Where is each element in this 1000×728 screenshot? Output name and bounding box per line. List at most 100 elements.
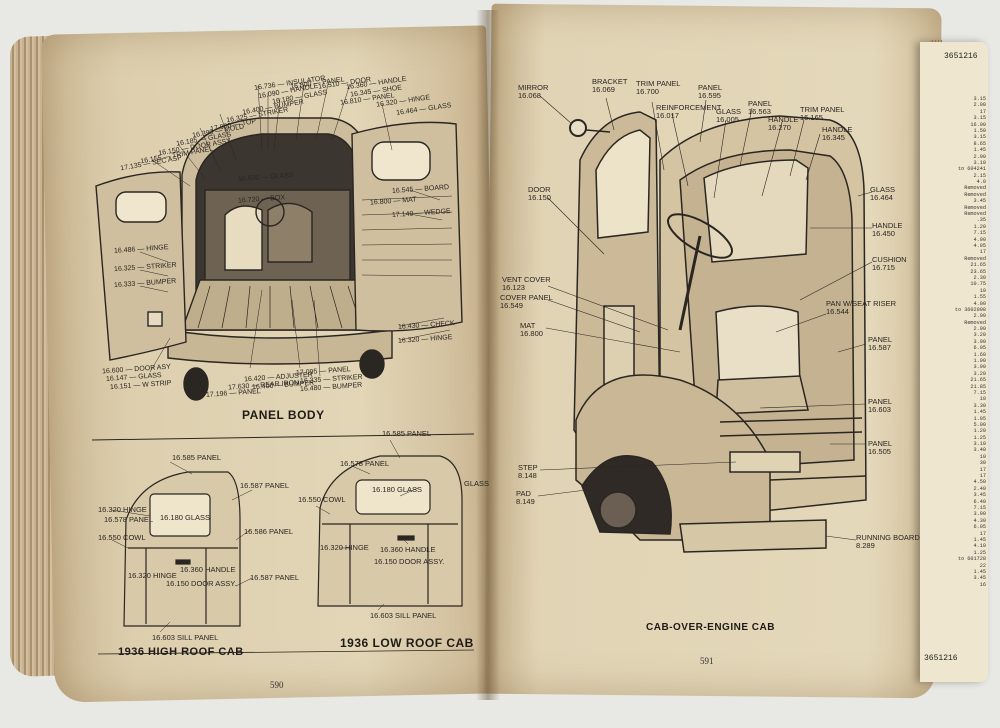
index-value: 3.15 [973, 96, 986, 102]
index-value: 3.30 [973, 402, 986, 409]
part-label: 16.587 PANEL [240, 481, 290, 490]
index-value: 3.10 [973, 441, 986, 448]
index-value: 10.75 [970, 281, 986, 288]
index-value: 16.00 [970, 121, 986, 128]
part-label: CUSHION 16.715 [872, 255, 907, 272]
index-value: 3.90 [973, 364, 986, 371]
index-value: 1.45 [973, 536, 986, 543]
index-value: 4.00 [973, 300, 986, 307]
part-label: GLASS [464, 479, 490, 488]
part-label: STEP 8.148 [518, 463, 538, 480]
part-label: VENT COVER 16.123 [502, 275, 551, 292]
low-roof-cab-caption: 1936 LOW ROOF CAB [340, 636, 474, 650]
part-label: TRIM PANEL 16.165 [800, 105, 845, 122]
index-value: 2.90 [973, 326, 986, 333]
index-value: 2.90 [973, 153, 986, 160]
part-label: 16.603 SILL PANEL [370, 611, 437, 620]
index-value: 7.15 [973, 230, 986, 237]
panel-body-caption: PANEL BODY [242, 408, 325, 422]
section-divider [91, 433, 475, 441]
part-label: 16.320 HINGE [98, 505, 147, 514]
index-value: 6.95 [973, 524, 986, 531]
part-label: MAT 16.800 [520, 321, 543, 338]
part-label: HANDLE 16.450 [872, 221, 903, 238]
part-label: PANEL 16.587 [868, 335, 893, 352]
index-value: Removed [964, 204, 986, 211]
part-label: 16.578 PANEL [340, 459, 390, 468]
part-label: PAN W/SEAT RISER 16.544 [826, 299, 897, 316]
index-value: 17 [979, 473, 986, 480]
index-value: 10 [979, 453, 986, 460]
part-label: 16.150 DOOR ASSY. [374, 557, 445, 566]
part-label: COVER PANEL 16.549 [500, 293, 553, 310]
index-value: 7.15 [973, 505, 986, 511]
part-label: 16.320 HINGE [128, 571, 177, 580]
index-value: Removed [964, 191, 986, 198]
index-value: 1.55 [973, 294, 986, 301]
part-label: 16.586 PANEL [244, 527, 294, 536]
panel-body-drawing [95, 83, 463, 401]
index-value: 6.05 [973, 345, 986, 352]
index-value: 1.00 [973, 358, 986, 365]
part-label: 16.360 HANDLE [180, 565, 236, 574]
part-label: REINFORCEMENT 16.017 [656, 103, 722, 120]
part-label: 16.550 COWL [298, 495, 346, 504]
index-value: 4.90 [973, 236, 986, 243]
index-value: 3.40 [973, 447, 986, 454]
part-label: 16.180 GLASS [160, 513, 211, 522]
index-value: 2.15 [973, 172, 986, 179]
index-value: to 604241 [957, 166, 986, 173]
part-label: 16.360 HANDLE [380, 545, 436, 554]
index-value: to 3602098 [954, 306, 986, 313]
part-label: 16.585 PANEL [172, 453, 222, 462]
index-value: 23.65 [970, 268, 986, 275]
index-value: 30 [979, 460, 986, 467]
index-value: 1.45 [973, 409, 986, 416]
index-value: 21.65 [970, 262, 986, 269]
index-value: 1.25 [973, 549, 986, 556]
index-value: 1.60 [973, 351, 986, 358]
index-value: 17 [979, 466, 986, 473]
index-value: 1.25 [973, 434, 986, 441]
part-label: PANEL 16.603 [868, 397, 893, 414]
index-value: 4.30 [973, 517, 986, 524]
part-label: GLASS 16.005 [716, 107, 742, 124]
part-label: PAD 8.149 [516, 489, 535, 506]
part-label: RUNNING BOARD 8.289 [856, 533, 920, 550]
part-label: PANEL 16.505 [868, 439, 893, 456]
part-label: GLASS 16.464 [870, 185, 896, 202]
index-value: 4.10 [973, 543, 986, 550]
index-value: 16 [979, 581, 986, 588]
index-value: 21.65 [970, 377, 986, 384]
index-value: 17 [979, 530, 986, 537]
part-label: HANDLE 16.270 [768, 115, 799, 132]
index-header: 3651216 [944, 52, 978, 61]
low-roof-cab-drawing [315, 439, 463, 611]
index-value: 3.00 [973, 338, 986, 345]
index-value: 3.90 [973, 511, 986, 518]
part-label: 16.585 PANEL [382, 429, 432, 438]
index-value: 7.15 [973, 389, 986, 396]
index-value: 3.15 [973, 115, 986, 122]
index-value: 10 [979, 287, 986, 294]
part-label: PANEL 16.595 [698, 83, 723, 100]
index-value: Removed [964, 185, 986, 192]
index-value: 1.20 [973, 428, 986, 435]
part-label: 16.578 PANEL [104, 515, 154, 524]
part-label: DOOR 16.150 [528, 185, 551, 202]
index-value: Removed [964, 255, 986, 262]
index-value: 17 [979, 249, 986, 256]
part-label: 16.150 DOOR ASSY. [166, 579, 237, 588]
cab-over-engine-drawing [537, 95, 873, 553]
index-value: 5.00 [973, 421, 986, 428]
index-value: 22 [979, 562, 986, 569]
part-label: MIRROR 16.068 [518, 83, 549, 100]
part-label: BRACKET 16.069 [592, 77, 628, 94]
part-label: HANDLE 16.345 [822, 125, 853, 142]
high-roof-cab-drawing [111, 461, 253, 633]
index-value: 2.90 [973, 313, 986, 320]
part-label: 16.180 GLASS [372, 485, 423, 494]
index-value: 4.0 [976, 179, 986, 186]
index-value: 2.30 [973, 274, 986, 281]
